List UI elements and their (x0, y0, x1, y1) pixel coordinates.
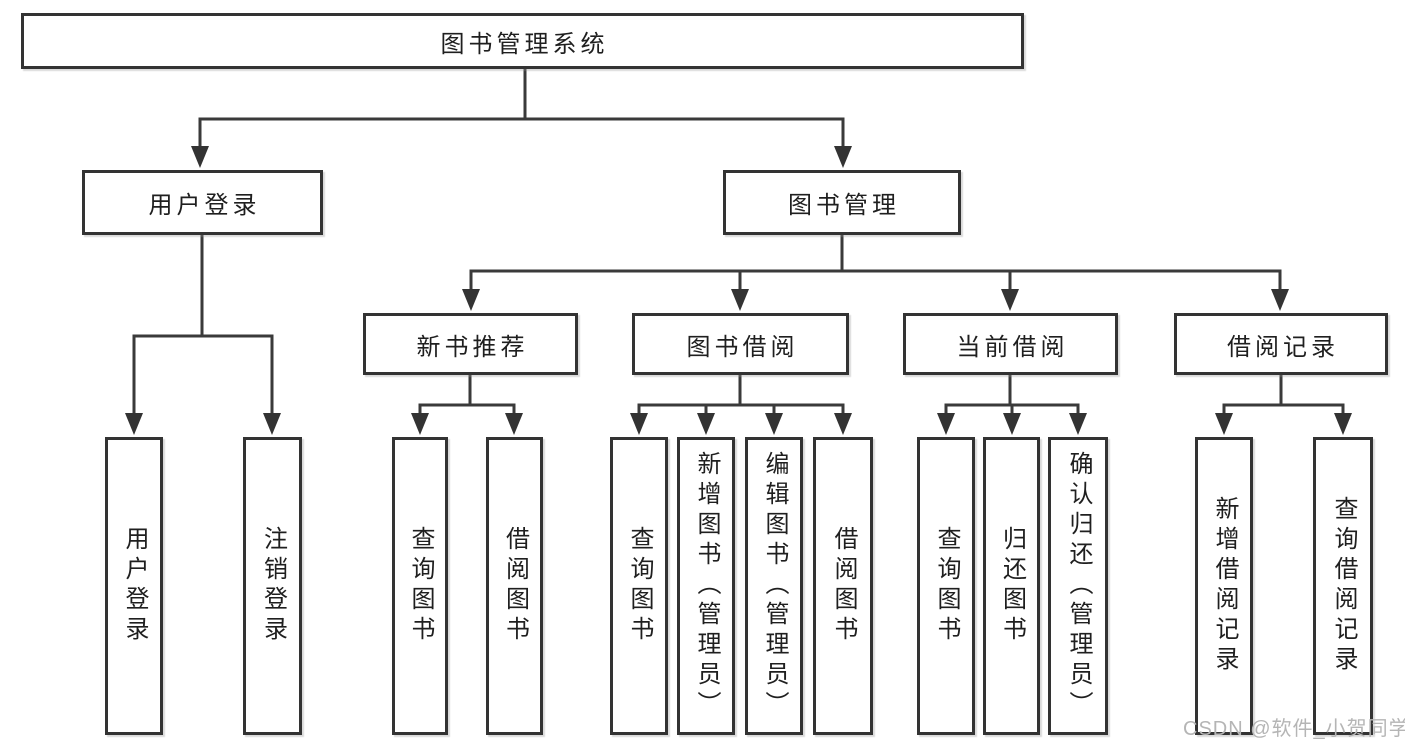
node-book-management-label: 图书管理 (788, 192, 900, 219)
leaf-recommend-borrow-books: 借阅图书 (486, 437, 543, 735)
leaf-confirm-return-admin-label: 确认归还（管理员） (1065, 451, 1092, 721)
leaf-current-query-books: 查询图书 (917, 437, 975, 735)
leaf-edit-books-admin-label: 编辑图书（管理员） (761, 451, 788, 721)
leaf-current-query-books-label: 查询图书 (933, 526, 960, 646)
leaf-recommend-borrow-books-label: 借阅图书 (501, 526, 529, 646)
leaf-recommend-query-books-label: 查询图书 (407, 526, 434, 646)
leaf-borrow-books-label: 借阅图书 (830, 526, 857, 646)
node-user-login-branch: 用户登录 (82, 170, 323, 235)
leaf-query-borrow-record: 查询借阅记录 (1313, 437, 1373, 735)
leaf-edit-books-admin: 编辑图书（管理员） (745, 437, 803, 735)
leaf-return-books: 归还图书 (983, 437, 1040, 735)
leaf-add-books-admin-label: 新增图书（管理员） (693, 451, 720, 721)
node-book-borrow-label: 图书借阅 (686, 333, 799, 361)
leaf-logout: 注销登录 (243, 437, 302, 735)
node-library-system: 图书管理系统 (21, 13, 1024, 69)
connector-borrow-rail (637, 403, 845, 414)
connector-userlogin-rail (132, 334, 274, 414)
node-library-system-label: 图书管理系统 (440, 30, 609, 58)
leaf-borrow-query-books: 查询图书 (610, 437, 668, 735)
leaf-confirm-return-admin: 确认归还（管理员） (1048, 437, 1108, 735)
leaf-logout-label: 注销登录 (259, 526, 287, 646)
leaf-borrow-query-books-label: 查询图书 (626, 526, 653, 646)
node-borrow-records: 借阅记录 (1174, 313, 1388, 375)
node-new-book-recommend: 新书推荐 (363, 313, 578, 375)
leaf-add-books-admin: 新增图书（管理员） (677, 437, 735, 735)
node-new-book-recommend-label: 新书推荐 (416, 333, 529, 361)
leaf-user-login-label: 用户登录 (121, 526, 148, 646)
csdn-watermark: CSDN @软件_小贺同学 (1183, 718, 1405, 740)
node-book-management: 图书管理 (723, 170, 961, 235)
leaf-return-books-label: 归还图书 (998, 526, 1026, 646)
node-current-borrow-label: 当前借阅 (956, 333, 1069, 361)
node-user-login-branch-label: 用户登录 (148, 192, 261, 219)
connector-newbook-rail (418, 403, 516, 414)
leaf-add-borrow-record-label: 新增借阅记录 (1211, 496, 1238, 676)
leaf-add-borrow-record: 新增借阅记录 (1195, 437, 1253, 735)
leaf-user-login: 用户登录 (105, 437, 163, 735)
leaf-recommend-query-books: 查询图书 (392, 437, 448, 735)
arrowheads (125, 146, 1352, 435)
connector-bookmgmt-rail (469, 269, 1282, 290)
node-book-borrow: 图书借阅 (632, 313, 849, 375)
node-current-borrow: 当前借阅 (903, 313, 1118, 375)
connector-records-rail (1222, 403, 1345, 414)
leaf-borrow-books: 借阅图书 (813, 437, 873, 735)
leaf-query-borrow-record-label: 查询借阅记录 (1330, 496, 1357, 676)
connector-root-rail (198, 117, 845, 147)
node-borrow-records-label: 借阅记录 (1227, 333, 1339, 361)
